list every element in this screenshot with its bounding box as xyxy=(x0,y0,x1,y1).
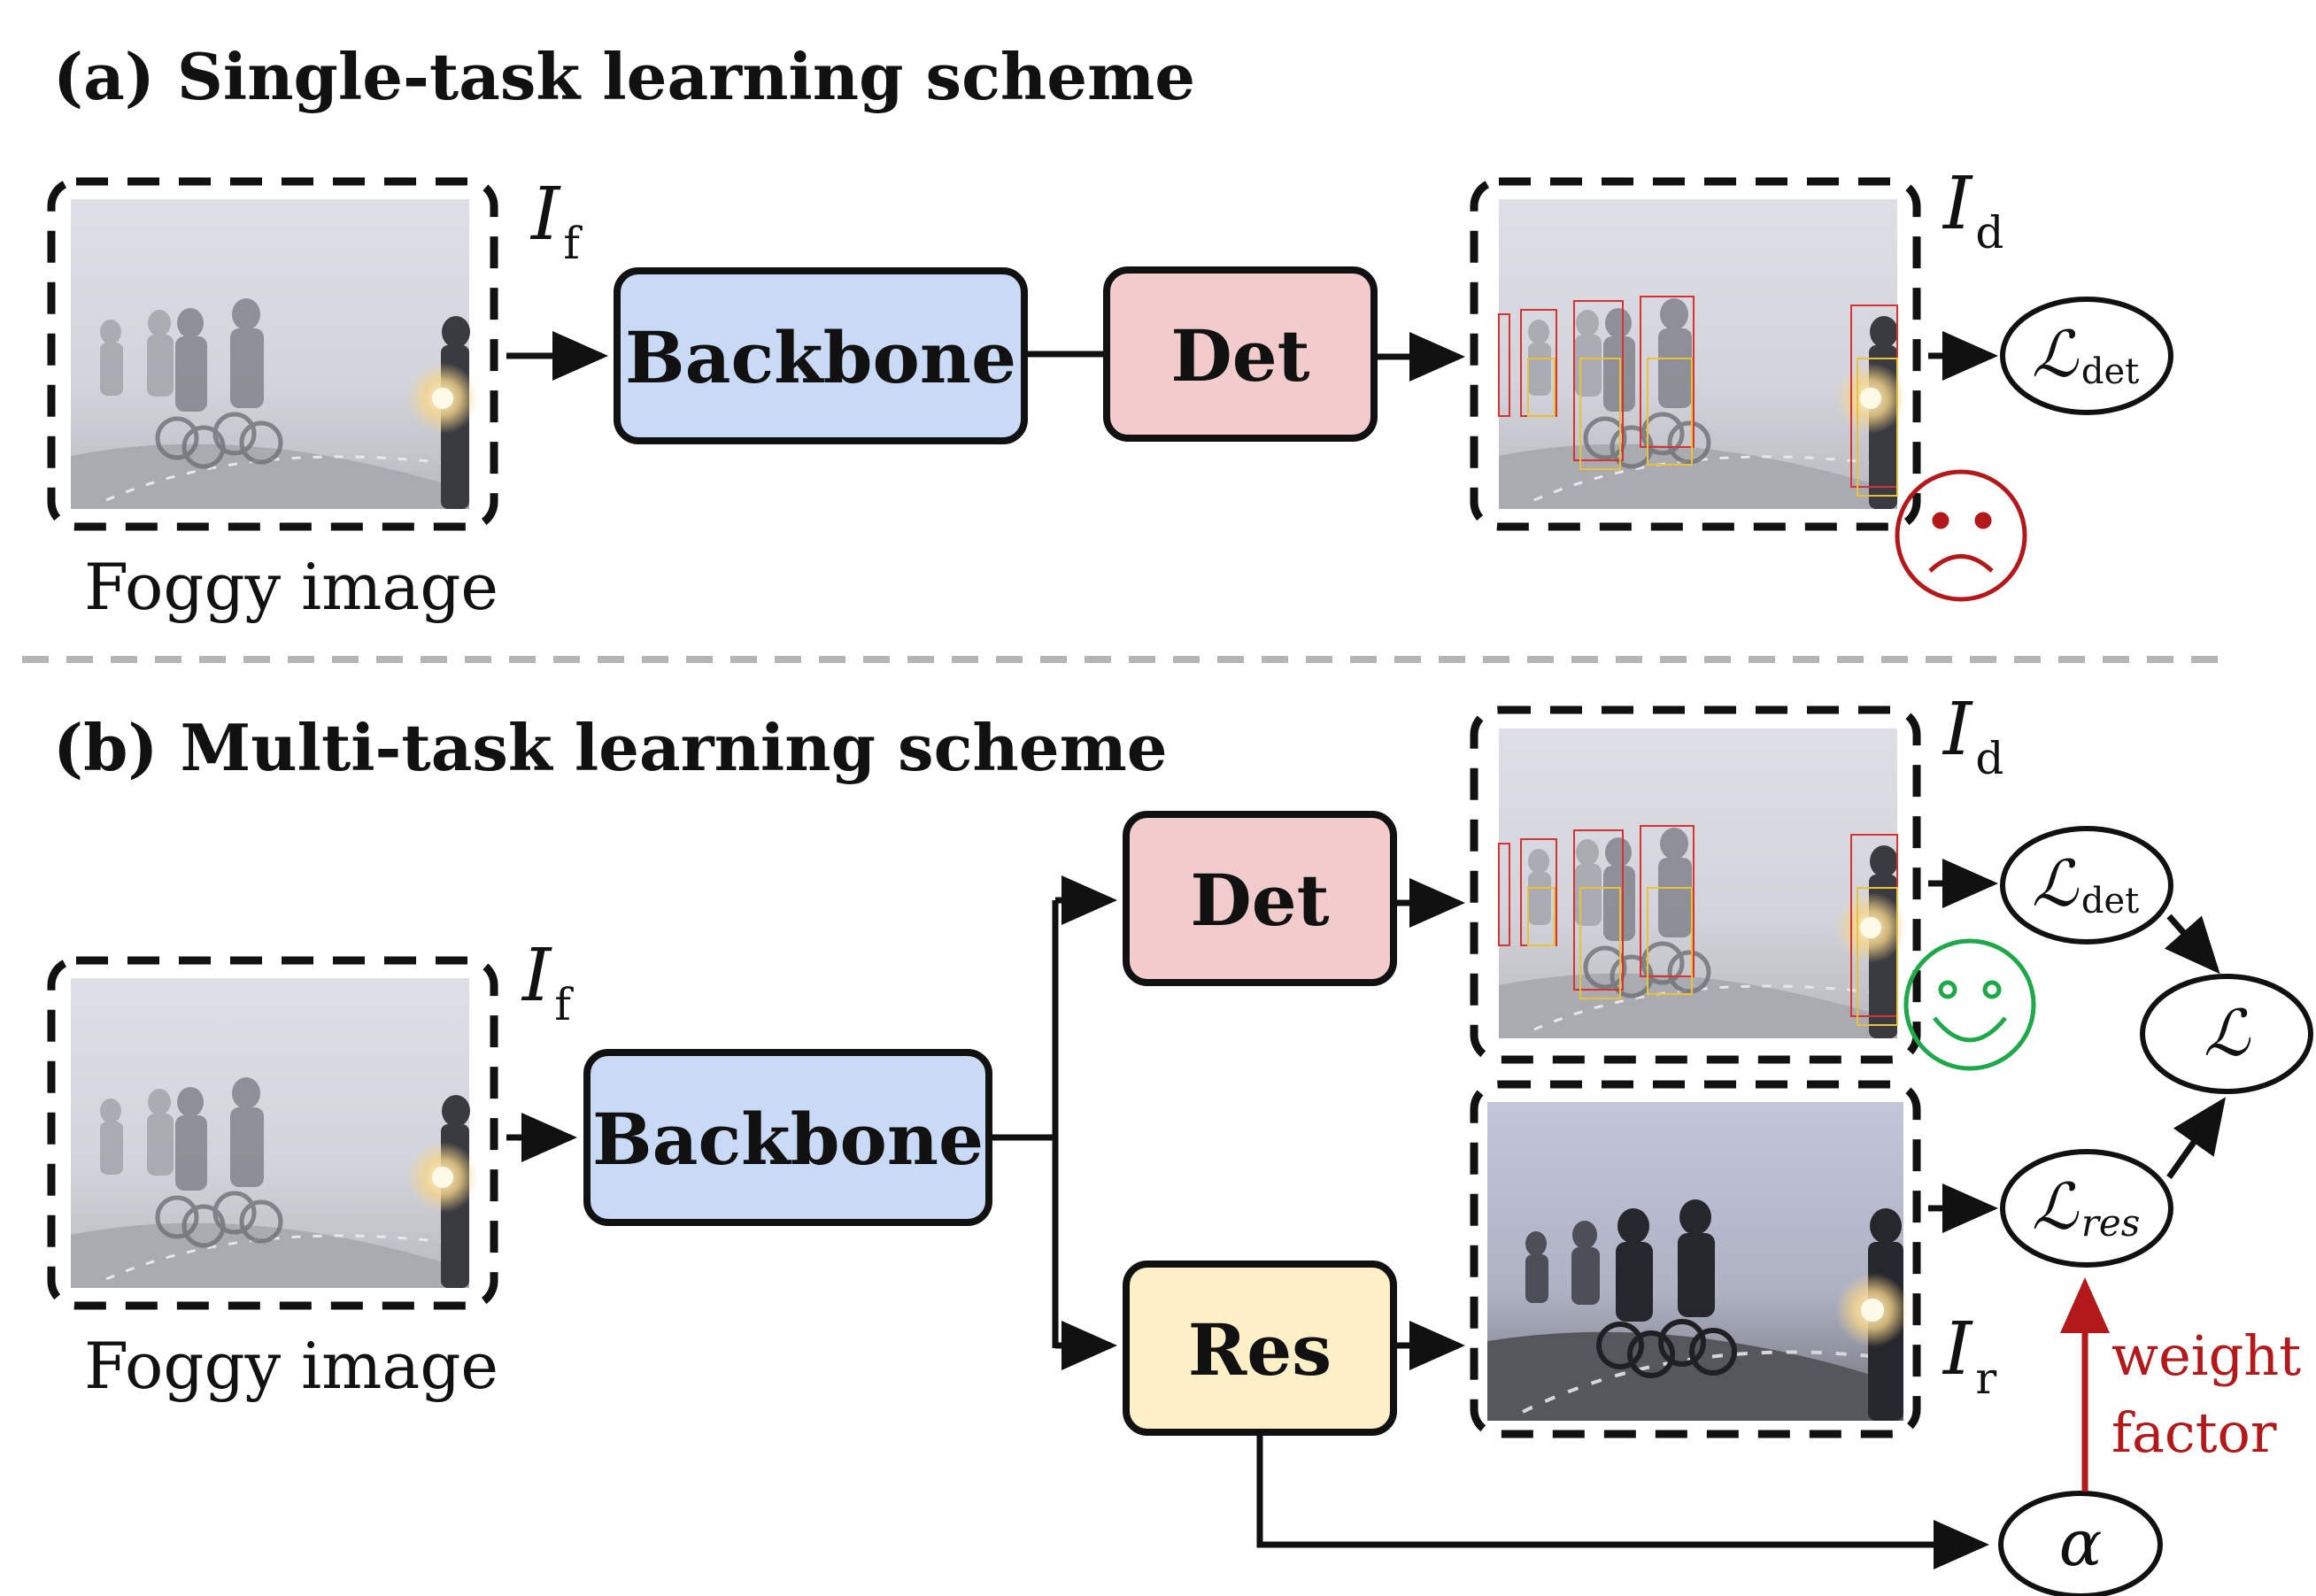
section-b-backbone-label: Backbone xyxy=(592,1098,984,1181)
weight-factor-line1: weight xyxy=(2111,1323,2301,1388)
sad-face-icon xyxy=(1895,469,2027,602)
section-b-loss-det-sub: det xyxy=(2081,881,2139,921)
alpha-symbol: α xyxy=(2059,1506,2103,1580)
section-b-input-symbol: If xyxy=(521,934,574,1030)
arrow-lossres-to-total xyxy=(2166,1097,2227,1180)
section-a-input-symbol: If xyxy=(529,173,583,269)
section-b-input-image xyxy=(47,956,498,1310)
section-b-loss-res-symbol: ℒ xyxy=(2032,1169,2080,1244)
section-b-loss-total-symbol: ℒ xyxy=(2204,996,2251,1070)
section-a-output-image xyxy=(1470,177,1921,531)
arrow-lossdet-to-total xyxy=(2164,914,2220,975)
section-b-backbone-block: Backbone xyxy=(583,1049,992,1226)
alpha-node: α xyxy=(1998,1491,2163,1596)
section-a-loss-symbol: ℒ xyxy=(2032,317,2080,391)
section-b-loss-det-symbol: ℒ xyxy=(2032,846,2080,921)
section-a-det-label: Det xyxy=(1170,314,1309,397)
section-b-input-caption: Foggy image xyxy=(84,1329,498,1403)
happy-face-icon xyxy=(1903,938,2036,1071)
svg-text:ℒres: ℒres xyxy=(2032,1169,2140,1245)
arrow-res-to-alpha xyxy=(1256,1432,1989,1569)
section-b-loss-res-node: ℒres xyxy=(2000,1149,2173,1268)
section-b-det-label: Det xyxy=(1190,859,1329,942)
section-b-res-output-image xyxy=(1470,1080,1921,1438)
branch-connector xyxy=(989,900,1059,1348)
section-b-loss-res-sub: res xyxy=(2081,1201,2141,1245)
section-a-output-symbol: Id xyxy=(1942,162,2003,258)
section-a-input-image xyxy=(47,177,498,531)
section-b-res-block: Res xyxy=(1123,1261,1397,1436)
section-b-det-block: Det xyxy=(1123,811,1397,986)
section-b-loss-total-node: ℒ xyxy=(2140,974,2313,1094)
section-a-det-block: Det xyxy=(1103,266,1378,442)
section-b-title: (b) Multi-task learning scheme xyxy=(53,710,1168,785)
section-a-backbone-label: Backbone xyxy=(625,316,1016,399)
section-a-backbone-block: Backbone xyxy=(614,267,1028,444)
weight-factor-line2: factor xyxy=(2111,1400,2277,1465)
section-b-res-output-symbol: Ir xyxy=(1942,1307,1996,1404)
section-b-res-label: Res xyxy=(1188,1308,1332,1392)
section-b-det-output-image xyxy=(1470,705,1921,1064)
section-a-title: (a) Single-task learning scheme xyxy=(53,39,1195,114)
section-a-input-caption: Foggy image xyxy=(84,550,498,624)
section-b-det-output-symbol: Id xyxy=(1942,688,2003,784)
section-a-loss-sub: det xyxy=(2081,351,2139,392)
